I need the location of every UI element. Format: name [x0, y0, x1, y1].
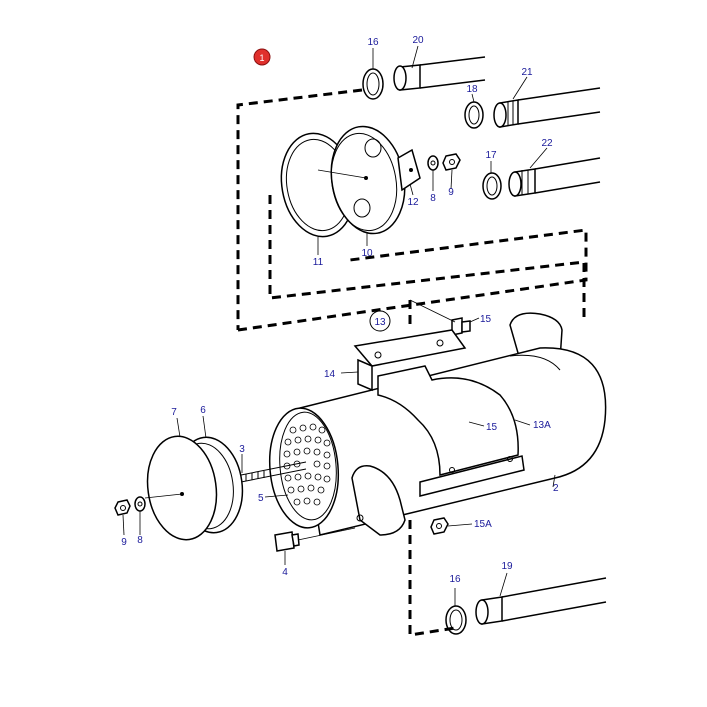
stud-line: [317, 169, 367, 179]
callout-11: 11: [313, 257, 324, 268]
callout-12: 12: [407, 197, 419, 208]
callout-15-mid: 15: [486, 422, 498, 433]
part-18-seal: [464, 101, 484, 129]
callout-4: 4: [282, 567, 288, 578]
part-15-bolt-top: [451, 317, 471, 336]
callout-14: 14: [324, 369, 336, 380]
dash-line-lower: [408, 520, 456, 637]
callout-9-bottom: 9: [121, 537, 127, 548]
part-9-nut-top: [442, 153, 461, 171]
reference-13-label: 13: [374, 317, 386, 328]
callout-15a: 15A: [474, 519, 492, 530]
stud-line-cover: [144, 493, 183, 499]
position-marker: 1: [253, 48, 271, 66]
part-4-drain-plug: [274, 531, 300, 552]
marker-badge: [253, 48, 271, 66]
callout-13a: 13A: [533, 420, 551, 431]
part-22-pipe: [508, 157, 601, 197]
dash-line-upper-right: [237, 228, 588, 332]
part-17-seal: [482, 172, 502, 200]
callout-17: 17: [485, 150, 497, 161]
callout-2: 2: [553, 483, 559, 494]
callout-3: 3: [239, 444, 245, 455]
part-9-nut-bottom: [114, 499, 131, 516]
part-21-pipe: [493, 87, 601, 128]
callout-9-top: 9: [448, 187, 454, 198]
part-13a-mounting-strap: [377, 365, 525, 497]
callout-labels: 16 20 21 18 17 22 12 8 9 11 10 15 14 15 …: [121, 35, 559, 585]
part-20-pipe: [393, 56, 486, 91]
callout-22: 22: [541, 138, 553, 149]
part-8-washer-top: [427, 155, 439, 171]
callout-5: 5: [258, 493, 264, 504]
callout-8-bottom: 8: [137, 535, 143, 546]
callout-16-top: 16: [367, 37, 379, 48]
dash-line-upper-left: [236, 88, 363, 330]
reference-13: 13: [369, 310, 391, 332]
leader-lines: [122, 45, 556, 606]
marker-label: 1: [259, 53, 264, 63]
callout-19: 19: [501, 561, 513, 572]
part-14-bracket: [353, 329, 467, 392]
part-12-bracket: [397, 148, 421, 192]
part-7-end-cover: [146, 435, 218, 541]
part-5-tube-insert: [268, 407, 340, 529]
callout-16-bottom: 16: [449, 574, 461, 585]
callout-21: 21: [521, 67, 533, 78]
part-16-seal-top: [362, 68, 384, 100]
callout-20: 20: [412, 35, 424, 46]
callout-6: 6: [200, 405, 206, 416]
part-19-pipe: [475, 577, 607, 625]
part-16-seal-bottom: [445, 605, 467, 635]
callout-10: 10: [361, 248, 373, 259]
plug-line: [297, 527, 356, 541]
callout-7: 7: [171, 407, 177, 418]
callout-15-top: 15: [480, 314, 492, 325]
callout-18: 18: [466, 84, 478, 95]
assembly-dash-lines: [236, 88, 588, 637]
callout-8-top: 8: [430, 193, 436, 204]
tube-holes: [283, 423, 331, 506]
dash-line-inner: [268, 195, 586, 320]
part-10-end-cover: [330, 125, 406, 235]
part-8-washer-bottom: [134, 496, 146, 512]
part-15a-nut: [430, 517, 449, 535]
